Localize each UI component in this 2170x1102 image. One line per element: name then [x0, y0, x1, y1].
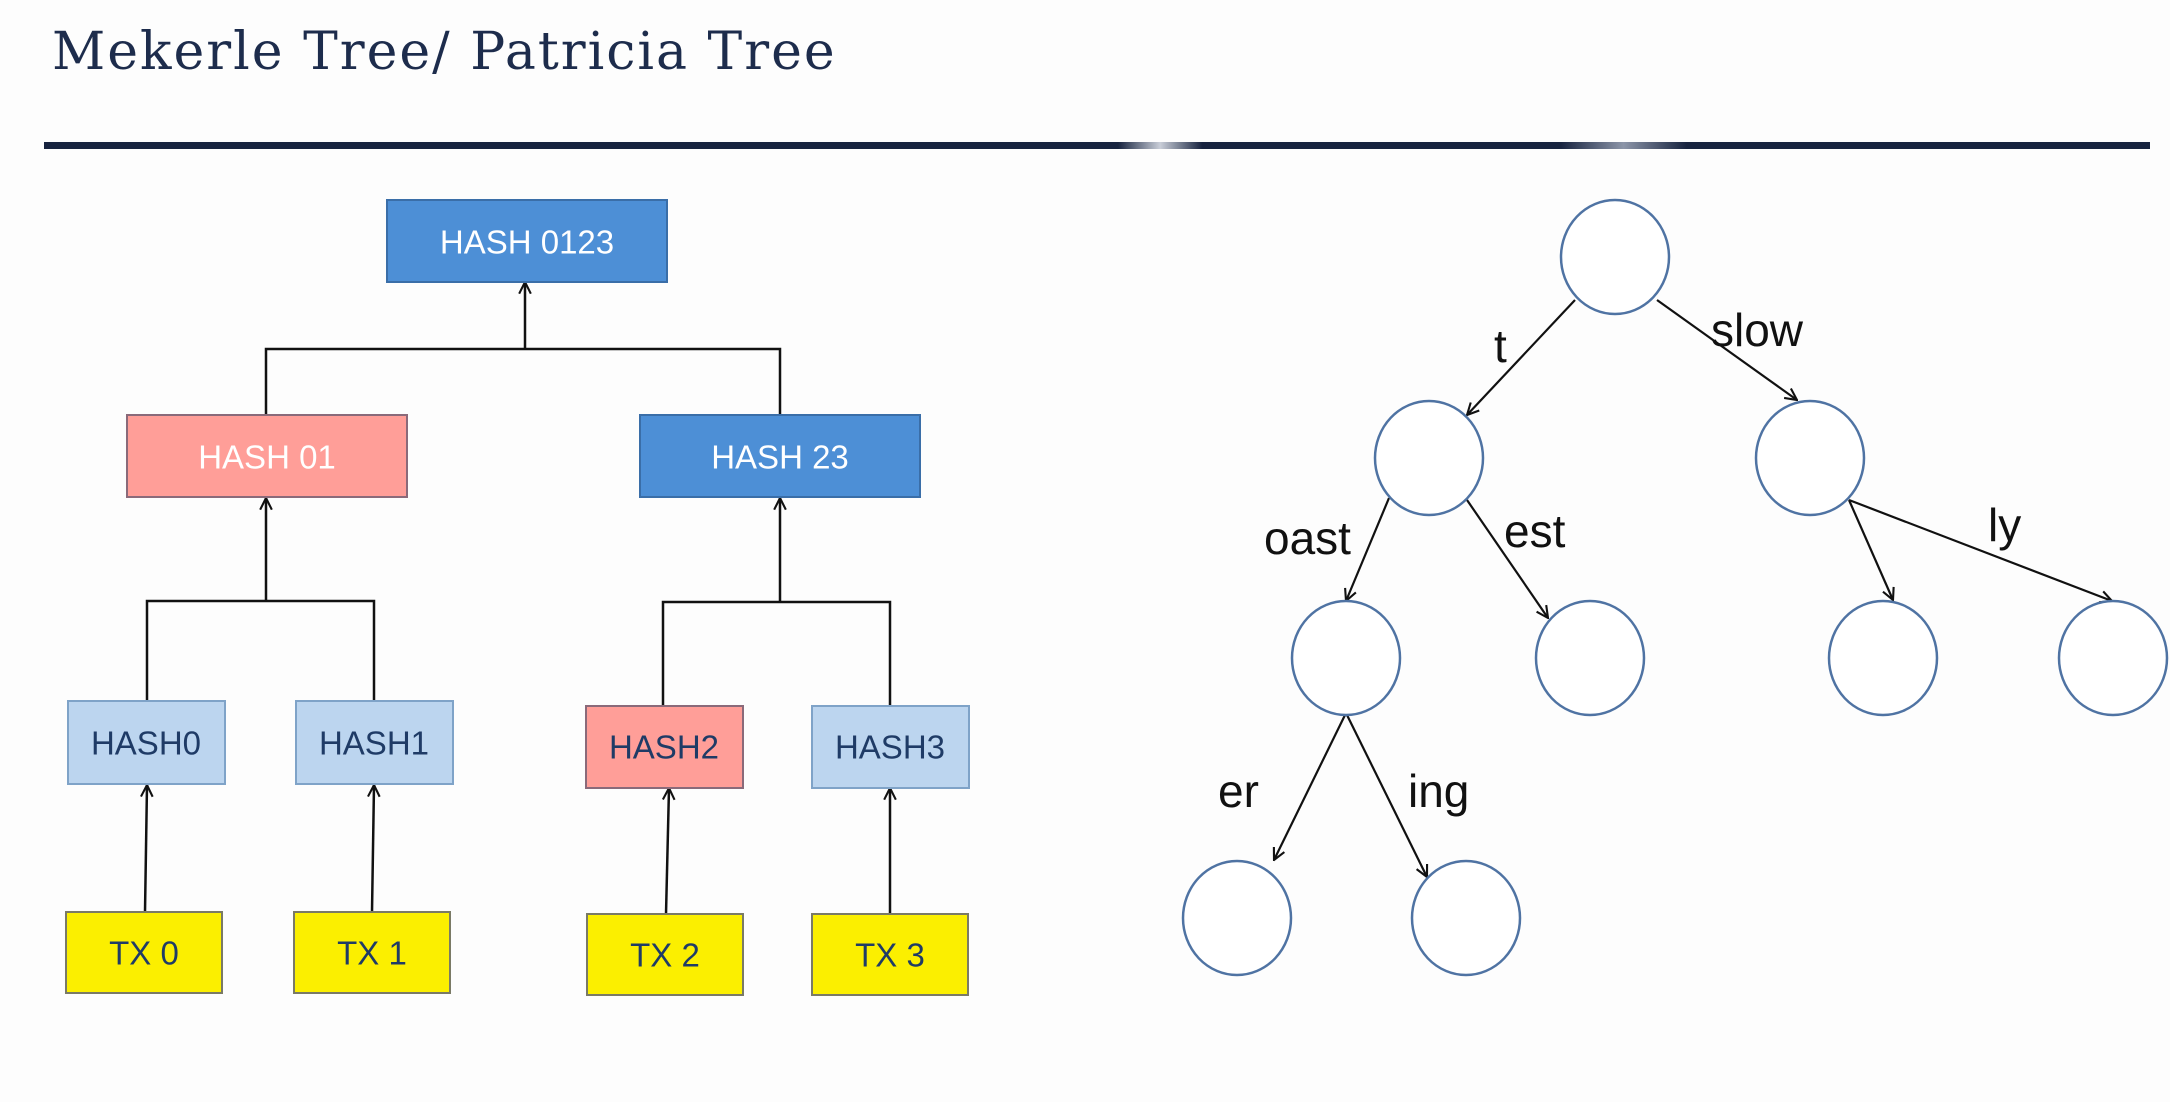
patricia-node-slow: [1754, 399, 1866, 517]
tx1-label: TX 1: [337, 935, 407, 972]
edge-t-est: [1466, 499, 1548, 618]
merkle-root-label: HASH 0123: [440, 224, 614, 261]
edge-label-oast: oast: [1264, 512, 1351, 564]
patricia-nodes: [1181, 198, 2169, 977]
merkle-tx0-node: TX 0: [65, 911, 223, 994]
merkle-hash2-node: HASH2: [585, 705, 744, 789]
merkle-tree: HASH 0123 HASH 01 HASH 23 HASH0 HASH1: [65, 199, 970, 996]
patricia-edges: [1274, 299, 2112, 877]
patricia-node-ly: [2057, 599, 2169, 717]
patricia-root-node: [1559, 198, 1671, 316]
hash3-label: HASH3: [835, 729, 945, 766]
arrow-tx1-hash1: [372, 785, 374, 913]
edge-label-ly: ly: [1988, 499, 2021, 551]
patricia-node-est: [1534, 599, 1646, 717]
merkle-hash23-node: HASH 23: [639, 414, 921, 498]
tx0-label: TX 0: [109, 935, 179, 972]
patricia-node-t: [1373, 399, 1485, 517]
patricia-node-slow-child: [1827, 599, 1939, 717]
arrow-tx0-hash0: [145, 785, 147, 913]
connector-root-children: [264, 347, 782, 415]
connector-hash01-children: [145, 599, 376, 701]
edge-label-ing: ing: [1408, 765, 1469, 817]
edge-oast-er: [1274, 712, 1347, 860]
hash0-label: HASH0: [91, 725, 201, 762]
merkle-hash0-node: HASH0: [67, 700, 226, 785]
patricia-tree: t slow oast est ly er ing: [1181, 198, 2169, 977]
edge-slow-ly: [1848, 498, 2112, 601]
merkle-root-node: HASH 0123: [386, 199, 668, 283]
merkle-tx2-node: TX 2: [586, 913, 744, 996]
edge-t-oast: [1346, 497, 1391, 601]
edge-root-t: [1467, 299, 1576, 415]
merkle-hash01-node: HASH 01: [126, 414, 408, 498]
slide-title: Mekerle Tree/ Patricia Tree: [52, 22, 837, 82]
hash1-label: HASH1: [319, 725, 429, 762]
arrow-tx2-hash2: [666, 788, 669, 915]
merkle-hash3-node: HASH3: [811, 705, 970, 789]
merkle-tx1-node: TX 1: [293, 911, 451, 994]
edge-label-t: t: [1494, 320, 1507, 372]
merkle-connectors: [145, 282, 892, 915]
hash01-label: HASH 01: [198, 439, 336, 476]
edge-label-est: est: [1504, 505, 1566, 557]
edge-slow-branch: [1847, 499, 1893, 600]
tx3-label: TX 3: [855, 937, 925, 974]
merkle-hash1-node: HASH1: [295, 700, 454, 785]
title-rule: [44, 142, 2150, 149]
connector-hash23-children: [661, 600, 892, 707]
edge-oast-ing: [1345, 712, 1427, 877]
hash23-label: HASH 23: [711, 439, 849, 476]
edge-label-slow: slow: [1711, 304, 1804, 356]
patricia-node-oast: [1290, 599, 1402, 717]
patricia-node-er: [1181, 859, 1293, 977]
edge-label-er: er: [1218, 765, 1259, 817]
merkle-tx3-node: TX 3: [811, 913, 969, 996]
patricia-node-ing: [1410, 859, 1522, 977]
tx2-label: TX 2: [630, 937, 700, 974]
hash2-label: HASH2: [609, 729, 719, 766]
edge-root-slow: [1656, 299, 1797, 400]
